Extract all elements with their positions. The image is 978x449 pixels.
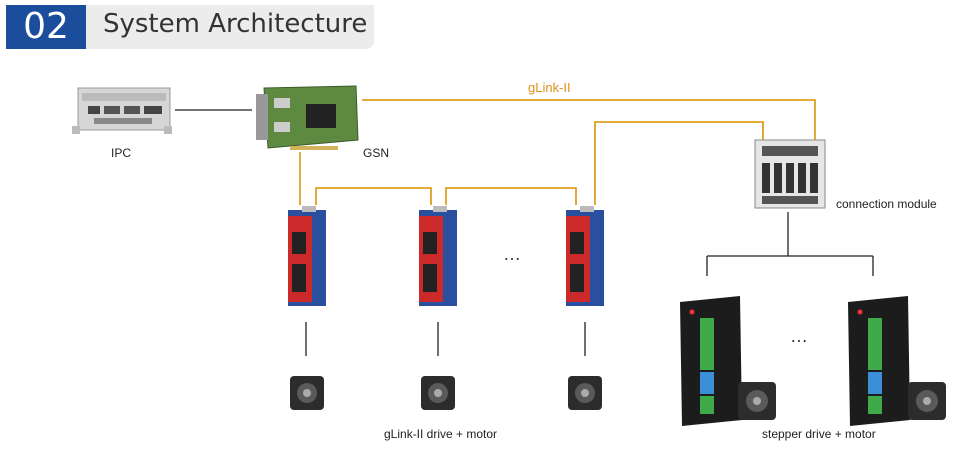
servo-motor-2 <box>421 376 455 410</box>
ipc-label: IPC <box>111 146 132 160</box>
stepper-ellipsis: … <box>790 326 810 346</box>
drive1-drive2-glink <box>315 187 432 205</box>
servo-drive-1 <box>288 206 326 306</box>
section-title: System Architecture <box>103 9 368 39</box>
servo-ellipsis: … <box>503 244 523 264</box>
gsn-card <box>256 85 359 150</box>
header-bar <box>86 5 374 49</box>
drive3-module-glink <box>594 121 764 205</box>
ipc-device <box>72 87 172 134</box>
glink-label: gLink-II <box>528 80 571 95</box>
servo-motor-1 <box>290 376 324 410</box>
gsn-label: GSN <box>363 146 390 160</box>
drive2-drive3-glink <box>445 187 577 205</box>
gsn-module-glink <box>362 99 816 140</box>
servo-motor-3 <box>568 376 602 410</box>
connection-module-label: connection module <box>836 197 937 211</box>
glink-drive-motor-label: gLink-II drive + motor <box>384 427 498 441</box>
section-number: 02 <box>6 5 86 49</box>
stepper-motor-2 <box>908 382 946 420</box>
module-stepper-wire <box>706 212 874 276</box>
servo-drive-2 <box>419 206 457 306</box>
stepper-drive-1 <box>680 296 742 426</box>
stepper-drive-2 <box>848 296 910 426</box>
stepper-motor-1 <box>738 382 776 420</box>
servo-drive-3 <box>566 206 604 306</box>
stepper-drive-motor-label: stepper drive + motor <box>762 427 876 441</box>
connection-module-device <box>754 139 826 209</box>
